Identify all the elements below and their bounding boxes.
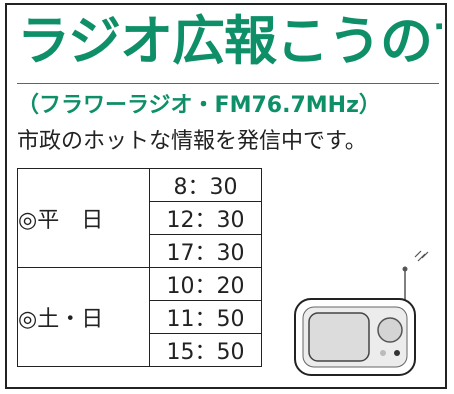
weekend-time-1: 10：20 [149, 267, 262, 301]
weekend-time-3: 15：50 [149, 333, 262, 367]
notice-box: ラジオ広報こうのす （フラワーラジオ・FM76.7MHz） 市政のホットな情報を… [5, 3, 447, 389]
description-text: 市政のホットな情報を発信中です。 [17, 129, 367, 154]
table-row: 15：50 [18, 333, 262, 367]
radio-icon [285, 241, 435, 381]
weekend-time-2: 11：50 [149, 300, 262, 334]
weekday-time-3: 17：30 [149, 234, 262, 268]
weekday-time-1: 8：30 [149, 168, 262, 202]
table-row: 11：50 [18, 300, 262, 334]
table-row: 17：30 [18, 234, 262, 268]
station-subtitle: （フラワーラジオ・FM76.7MHz） [17, 93, 381, 118]
page-title: ラジオ広報こうのす [17, 11, 442, 72]
weekday-label: ◎平 日 [17, 168, 150, 268]
table-row: 12：30 [18, 201, 262, 235]
table-row: ◎土・日 10：20 [17, 267, 262, 367]
weekday-time-2: 12：30 [149, 201, 262, 235]
title-divider [17, 83, 439, 84]
broadcast-schedule-table: ◎平 日 8：30 12：30 17：30 ◎土・日 10：20 11：50 1… [17, 168, 262, 367]
weekend-label: ◎土・日 [17, 267, 150, 367]
table-row: ◎平 日 8：30 [17, 168, 262, 268]
